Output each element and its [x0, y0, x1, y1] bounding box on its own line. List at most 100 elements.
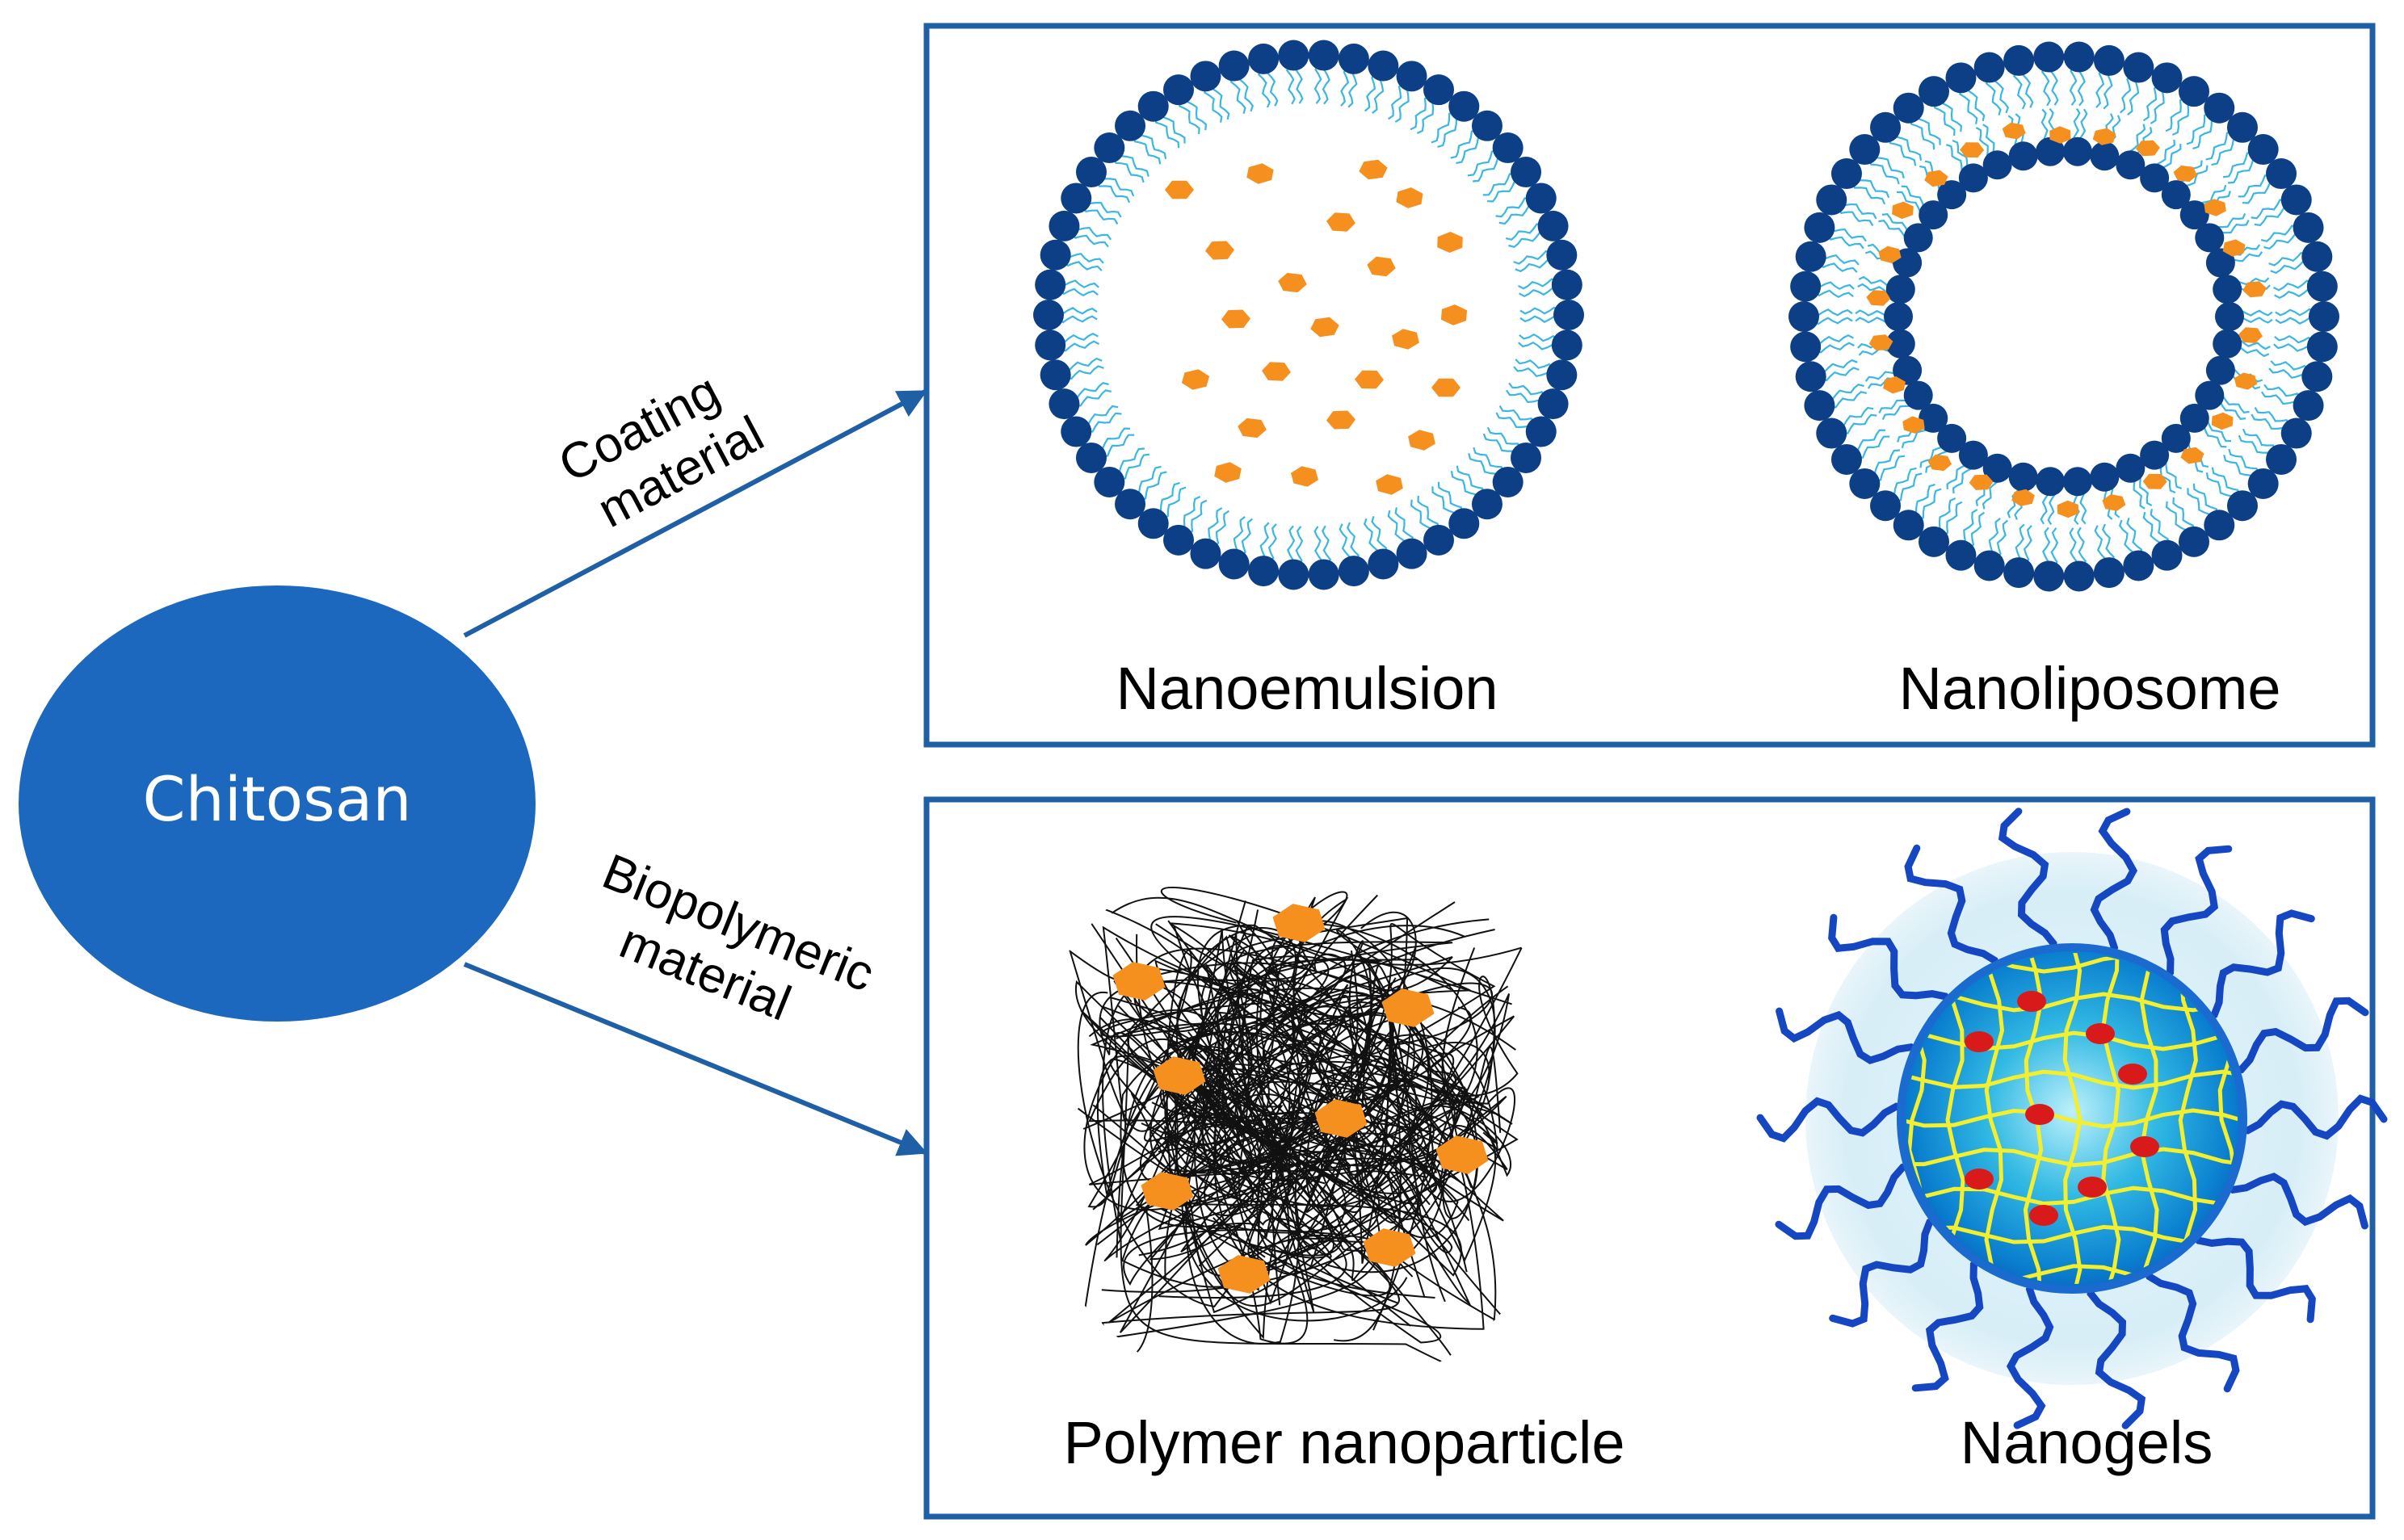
liposome-inner-head [1982, 150, 2012, 180]
cargo-particle [2011, 489, 2035, 506]
nanoemulsion-lipid-head [1163, 524, 1194, 556]
liposome-outer-head [2033, 41, 2065, 73]
cargo-particle [1440, 304, 1468, 325]
liposome-outer-head [1919, 526, 1949, 557]
mesh-line [1984, 953, 2005, 1284]
nanoemulsion-lipid-head [1308, 559, 1339, 590]
liposome-outer-head [1973, 52, 2005, 83]
cargo-particle [1878, 245, 1902, 263]
mesh-line [2100, 953, 2121, 1284]
liposome-outer-head [2280, 418, 2312, 449]
liposome-inner-head [2008, 141, 2038, 171]
liposome-inner-head [2179, 200, 2209, 230]
nanoemulsion-illustration [1033, 40, 1584, 590]
liposome-outer-head [2179, 76, 2209, 107]
panel-coating-border [923, 23, 2376, 748]
nanoliposome-label: Nanoliposome [1898, 655, 2280, 722]
polymer-chain [1208, 1018, 1516, 1202]
nanogel-chain [2221, 1094, 2388, 1140]
polymer-chain [1111, 896, 1524, 1278]
cargo-particle [1435, 1135, 1489, 1174]
liposome-outer-head [2280, 184, 2312, 216]
cargo-particle [1969, 474, 1994, 490]
cargo-particle [1278, 272, 1307, 293]
drug-particle [2078, 1177, 2107, 1198]
nanogel-chain [1756, 1097, 1923, 1143]
liposome-outer-head [2247, 468, 2279, 499]
cargo-particle [1883, 376, 1906, 394]
cargo-particle [1437, 232, 1463, 253]
nanoemulsion-lipid-head [1525, 416, 1557, 447]
nanoemulsion-lipid-head [1492, 132, 1524, 164]
nanoemulsion-lipid-head [1278, 40, 1309, 71]
nanoemulsion-lipid-head [1137, 508, 1169, 539]
panel-coating: Nanoemulsion Nanoliposome [923, 23, 2376, 748]
nanogel-chain [1998, 808, 2057, 971]
cargo-particle [1262, 362, 1291, 381]
liposome-outer-head [1870, 490, 1902, 522]
cargo-particle [1291, 466, 1318, 487]
drug-particle [1965, 1031, 1994, 1052]
cargo-particle [1902, 416, 1925, 434]
cargo-particle [2173, 165, 2197, 183]
nanoemulsion-lipid-head [1511, 157, 1542, 188]
polymer-chain [1103, 929, 1472, 1307]
liposome-outer-head [1790, 331, 1822, 363]
cargo-particle [1165, 180, 1194, 199]
liposome-inner-head [1893, 355, 1923, 385]
cargo-particle [1314, 1099, 1368, 1138]
cargo-particle [1376, 474, 1403, 495]
nanoemulsion-lipid-head [1368, 548, 1399, 580]
nanogel-chain [1776, 1007, 1931, 1070]
polymer-chain [1108, 923, 1456, 1324]
liposome-inner-head [1885, 329, 1915, 359]
liposome-outer-head [2293, 212, 2324, 243]
nanoemulsion-lipid-head [1308, 40, 1339, 71]
cargo-particle [2222, 239, 2246, 257]
drug-particle [2017, 991, 2046, 1012]
cargo-particle [1924, 170, 1948, 187]
nanogel-chain [2186, 1213, 2316, 1324]
cargo-particle [1868, 334, 1893, 351]
nanoliposome-illustration [1788, 41, 2339, 592]
liposome-outer-head [2309, 301, 2339, 332]
nanoemulsion-lipid-head [1049, 210, 1080, 241]
nanoemulsion-lipid-head [1163, 74, 1194, 106]
mesh-line [2139, 953, 2159, 1284]
liposome-inner-head [2195, 223, 2225, 253]
cargo-particle [1214, 462, 1242, 483]
polymer-chain [1168, 940, 1466, 1297]
chitosan-node: Chitosan [19, 585, 536, 1022]
nanoemulsion-lipid-head [1537, 388, 1569, 420]
cargo-particle [2092, 128, 2116, 145]
liposome-inner-head [2213, 329, 2242, 359]
liposome-outer-head [1849, 134, 1881, 166]
cargo-particle [1355, 370, 1384, 389]
polymer-nanoparticle-illustration [1068, 887, 1524, 1366]
liposome-outer-head [1804, 390, 1835, 422]
nanoemulsion-lipid-head [1423, 524, 1454, 556]
branch-label-biopolymeric: Biopolymeric material [595, 844, 881, 1032]
nanoemulsion-lipid-head [1061, 183, 1092, 214]
nanogel-chain [2090, 808, 2138, 971]
liposome-outer-head [2306, 271, 2338, 302]
nanoemulsion-lipid-head [1061, 416, 1092, 447]
liposome-outer-head [2226, 490, 2258, 522]
polymer-chain [1169, 995, 1469, 1240]
nanogel-chain [1904, 844, 2002, 989]
nanoemulsion-lipid-head [1396, 61, 1427, 92]
nanogel-chain [2186, 909, 2315, 1024]
nanoemulsion-lipid-head [1368, 50, 1399, 82]
liposome-outer-head [1816, 418, 1847, 449]
nanoemulsion-lipid-head [1553, 300, 1584, 330]
cargo-particle [1205, 241, 1234, 260]
liposome-inner-head [1937, 180, 1967, 210]
liposome-outer-head [1795, 361, 1826, 392]
mesh-line [1906, 1147, 2238, 1168]
drug-particle [2025, 1104, 2054, 1125]
nanoemulsion-lipid-head [1137, 90, 1169, 122]
nanoemulsion-lipid-head [1115, 110, 1146, 141]
polymer-chain [1087, 887, 1471, 1208]
liposome-outer-head [1830, 158, 1862, 190]
drug-particle [2086, 1023, 2115, 1044]
